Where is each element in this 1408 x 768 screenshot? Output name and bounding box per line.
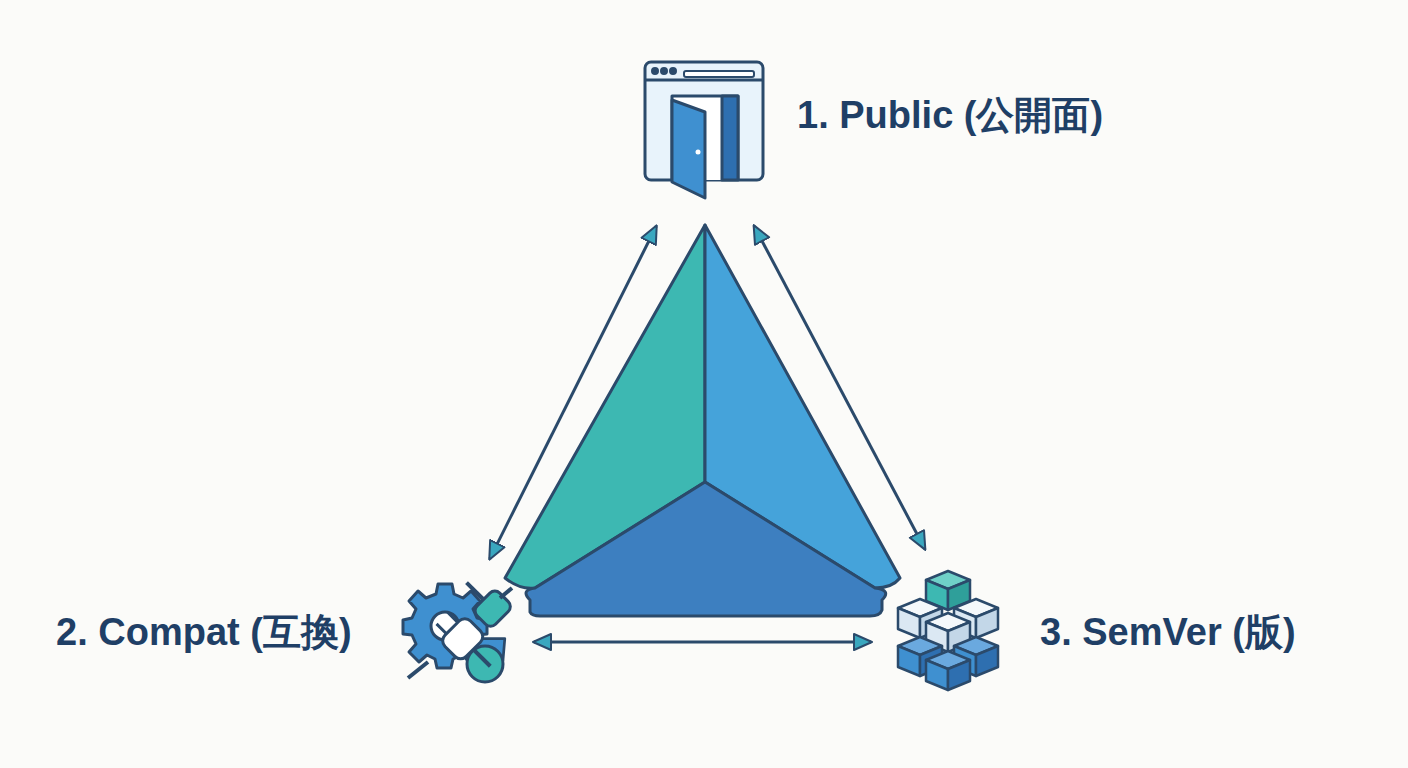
- concept-label: 2. Compat (互換): [56, 608, 352, 656]
- plug-gear-icon: [403, 571, 513, 682]
- concept-node: 3. SemVer (版): [885, 572, 1306, 692]
- concept-label: 1. Public (公開面): [797, 91, 1103, 139]
- cubes-icon: [898, 571, 998, 690]
- concept-label: 3. SemVer (版): [1040, 608, 1296, 656]
- double-arrow: [754, 226, 925, 549]
- door-icon: [645, 62, 763, 198]
- double-arrow: [490, 226, 657, 559]
- double-arrow: [534, 641, 871, 644]
- concept-node: 2. Compat (互換): [52, 582, 520, 692]
- pyramid: [505, 225, 900, 616]
- concept-node: 1. Public (公開面): [640, 58, 1114, 203]
